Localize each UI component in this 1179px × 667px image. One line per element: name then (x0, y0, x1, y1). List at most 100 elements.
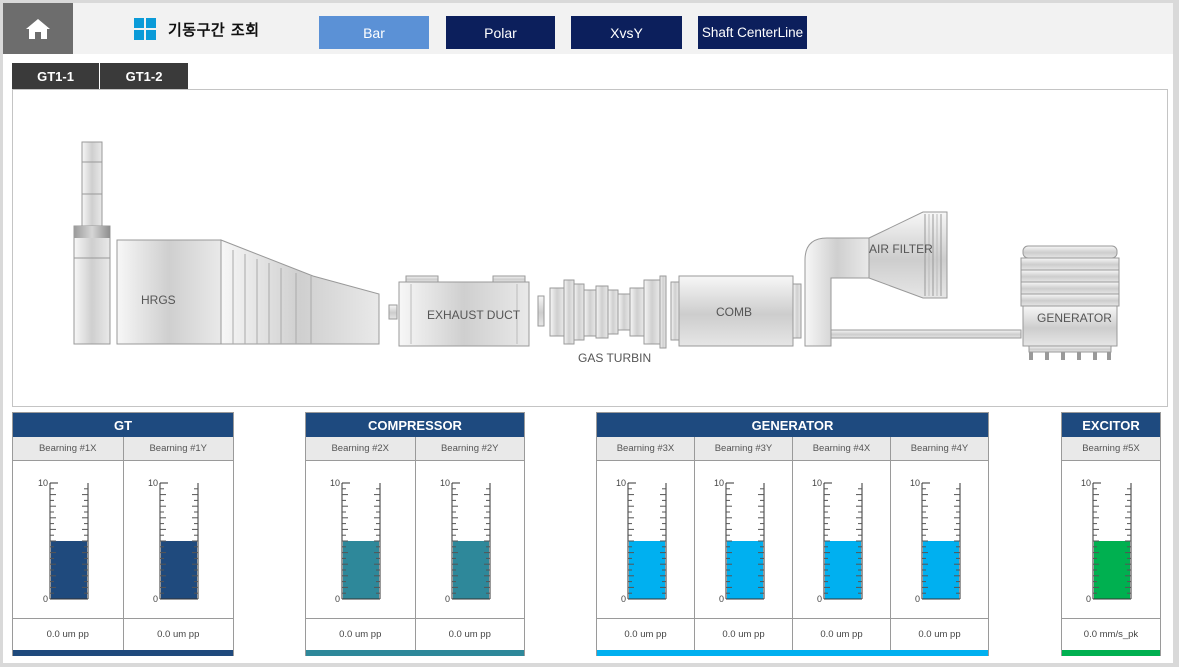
plant-diagram-graphic: HRGS EXHAUST DUCT (73, 141, 1120, 365)
page-title: 기동구간 조회 (168, 20, 260, 39)
hrgs-label: HRGS (141, 293, 176, 307)
bar-fill (50, 541, 87, 599)
gauge-max-label: 10 (38, 478, 48, 488)
gauge-min-label: 0 (153, 594, 158, 604)
shaft-centerline-button[interactable]: Shaft CenterLine (698, 16, 807, 49)
channel-value: 0.0 um pp (624, 628, 667, 640)
bar-gauge-svg: 10 0 (1081, 478, 1132, 604)
bar-fill (824, 541, 861, 599)
air-filter-shape: AIR FILTER (804, 211, 948, 347)
polar-view-button[interactable]: Polar (446, 16, 555, 49)
gauge-min-label: 0 (445, 594, 450, 604)
tab-gt1-2[interactable]: GT1-2 (100, 63, 188, 89)
top-bar: 기동구간 조회 Bar Polar XvsY Shaft CenterLine (3, 3, 1173, 54)
channel-label: Bearning #5X (1062, 437, 1160, 461)
channel-value: 0.0 um pp (722, 628, 765, 640)
plant-diagram: HRGS EXHAUST DUCT (12, 89, 1168, 407)
channel-value: 0.0 um pp (448, 628, 491, 640)
panel-title: COMPRESSOR (306, 413, 524, 437)
bar-gauge: 10 0 (1062, 461, 1160, 619)
channel: Bearning #1X 10 0 0.0 um pp (13, 437, 124, 650)
home-icon (26, 18, 50, 39)
gauge-min-label: 0 (816, 594, 821, 604)
bar-fill (1094, 541, 1130, 599)
bar-gauge: 10 0 (13, 461, 123, 619)
air-filter-label: AIR FILTER (869, 242, 933, 256)
stack-shape (73, 141, 111, 345)
combustor-label: COMB (716, 305, 752, 319)
channel-value: 0.0 um pp (918, 628, 961, 640)
bar-gauge-svg: 10 0 (148, 478, 199, 604)
bar-fill (343, 541, 380, 599)
channel-value: 0.0 um pp (157, 628, 200, 640)
gauge-max-label: 10 (330, 478, 340, 488)
bar-fill (452, 541, 489, 599)
channel-value: 0.0 um pp (339, 628, 382, 640)
bar-gauge-svg: 10 0 (330, 478, 381, 604)
tab-gt1-1[interactable]: GT1-1 (12, 63, 99, 89)
bar-gauge: 10 0 (415, 461, 524, 619)
gauge-max-label: 10 (148, 478, 158, 488)
channel-label: Bearning #2X (306, 437, 415, 461)
windows-icon (134, 18, 156, 40)
bar-fill (726, 541, 763, 599)
channel-value: 0.0 um pp (46, 628, 89, 640)
gauge-max-label: 10 (440, 478, 450, 488)
gauge-max-label: 10 (615, 478, 625, 488)
bar-gauge-svg: 10 0 (38, 478, 89, 604)
bar-gauge: 10 0 (891, 461, 988, 619)
channel-value: 0.0 mm/s_pk (1083, 628, 1139, 640)
exhaust-duct-label: EXHAUST DUCT (427, 308, 521, 322)
gauge-max-label: 10 (713, 478, 723, 488)
exhaust-duct-shape: EXHAUST DUCT (388, 275, 530, 347)
bar-gauge-svg: 10 0 (440, 478, 491, 604)
bar-gauge-svg: 10 0 (909, 478, 960, 604)
gauge-min-label: 0 (620, 594, 625, 604)
channel-value: 0.0 um pp (820, 628, 863, 640)
generator-shape: GENERATOR (1020, 245, 1120, 360)
panel-color-strip (306, 650, 524, 656)
home-button[interactable] (3, 3, 73, 54)
panel-color-strip (13, 650, 233, 656)
combustor-shape: COMB (670, 275, 802, 347)
gauge-max-label: 10 (1081, 478, 1091, 488)
bar-gauge: 10 0 (123, 461, 233, 619)
panel-title: GT (13, 413, 233, 437)
panel-color-strip (1062, 650, 1160, 656)
bar-fill (161, 541, 198, 599)
gauge-min-label: 0 (914, 594, 919, 604)
bar-gauge: 10 0 (793, 461, 890, 619)
generator-label: GENERATOR (1037, 311, 1112, 325)
gauge-min-label: 0 (43, 594, 48, 604)
gauge-max-label: 10 (909, 478, 919, 488)
bar-fill (922, 541, 959, 599)
channel-label: Bearning #2Y (415, 437, 524, 461)
bar-gauge-svg: 10 0 (615, 478, 666, 604)
panel-body: Bearning #5X 10 0 0.0 mm/s_pk (1062, 437, 1160, 650)
title-area: 기동구간 조회 (134, 17, 260, 41)
gauge-max-label: 10 (811, 478, 821, 488)
panel-body: Bearning #2X 10 0 0.0 um pp Bearning #2Y 10 0 0… (306, 437, 524, 650)
bar-fill (628, 541, 665, 599)
gauge-min-label: 0 (1086, 594, 1091, 604)
hrgs-shape: HRGS (116, 239, 380, 345)
gas-turbine-label: GAS TURBIN (578, 351, 651, 365)
panel-title: EXCITOR (1062, 413, 1160, 437)
xvsy-view-button[interactable]: XvsY (571, 16, 682, 49)
channel-label: Bearning #1X (13, 437, 123, 461)
bar-gauge: 10 0 (306, 461, 415, 619)
panel-color-strip (597, 650, 988, 656)
bar-view-button[interactable]: Bar (319, 16, 429, 49)
gauge-min-label: 0 (335, 594, 340, 604)
